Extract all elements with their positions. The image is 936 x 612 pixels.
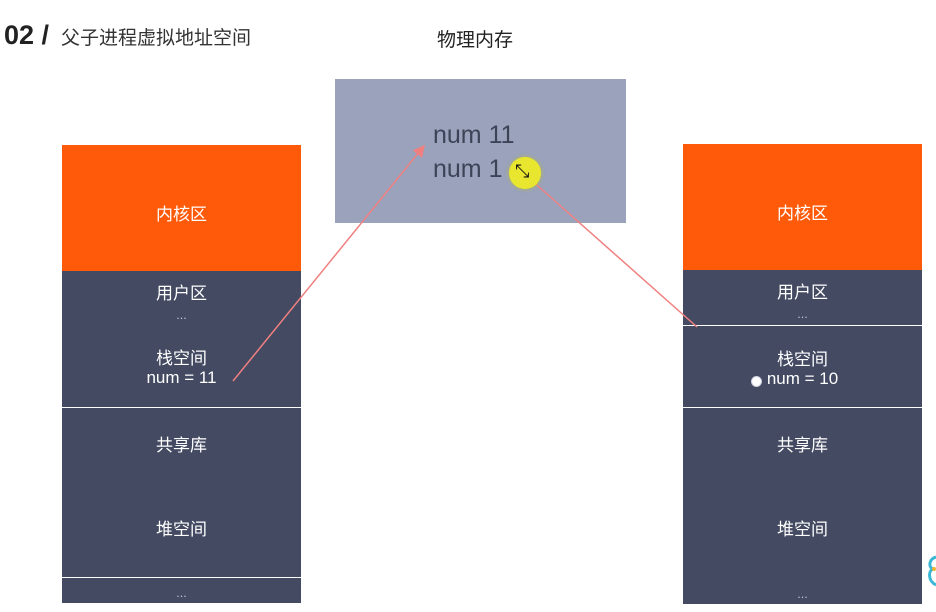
ellipsis: ... <box>797 588 808 601</box>
kernel-region: 内核区 <box>683 144 922 270</box>
user-label: 用户区 <box>777 283 828 303</box>
shared-lib-label: 共享库 <box>777 436 828 456</box>
divider <box>62 577 301 578</box>
child-mapping-line <box>528 177 698 328</box>
user-label: 用户区 <box>156 284 207 304</box>
stack-label: 栈空间 <box>777 350 828 370</box>
slide-title: 父子进程虚拟地址空间 <box>61 27 252 49</box>
slide-header: 02 / 父子进程虚拟地址空间 <box>4 20 251 51</box>
stack-label: 栈空间 <box>156 349 207 369</box>
divider <box>683 407 922 408</box>
logo-icon <box>928 555 936 587</box>
stack-value: num = 11 <box>146 368 217 387</box>
kernel-label: 内核区 <box>156 205 207 225</box>
physical-value-2: num 1 <box>433 155 503 183</box>
section-number: 02 / <box>4 20 50 50</box>
user-region: 用户区 ... 栈空间 num = 11 共享库 堆空间 ... <box>62 271 301 603</box>
ellipsis: ... <box>797 308 808 321</box>
divider <box>62 407 301 408</box>
ellipsis: ... <box>176 309 187 322</box>
physical-memory-title: 物理内存 <box>437 29 514 51</box>
resize-cursor-icon: ⤡ <box>509 157 541 189</box>
divider <box>683 325 922 326</box>
ellipsis: ... <box>176 587 187 600</box>
mouse-pointer-dot <box>751 376 762 387</box>
kernel-region: 内核区 <box>62 145 301 271</box>
physical-value-1: num 11 <box>433 121 515 149</box>
parent-mapping-arrow <box>232 144 425 382</box>
physical-memory-box: num 11 num 1 <box>335 79 626 223</box>
stack-value: num = 10 <box>766 369 839 388</box>
shared-lib-label: 共享库 <box>156 436 207 456</box>
kernel-label: 内核区 <box>777 204 828 224</box>
heap-label: 堆空间 <box>777 520 828 540</box>
heap-label: 堆空间 <box>156 520 207 540</box>
